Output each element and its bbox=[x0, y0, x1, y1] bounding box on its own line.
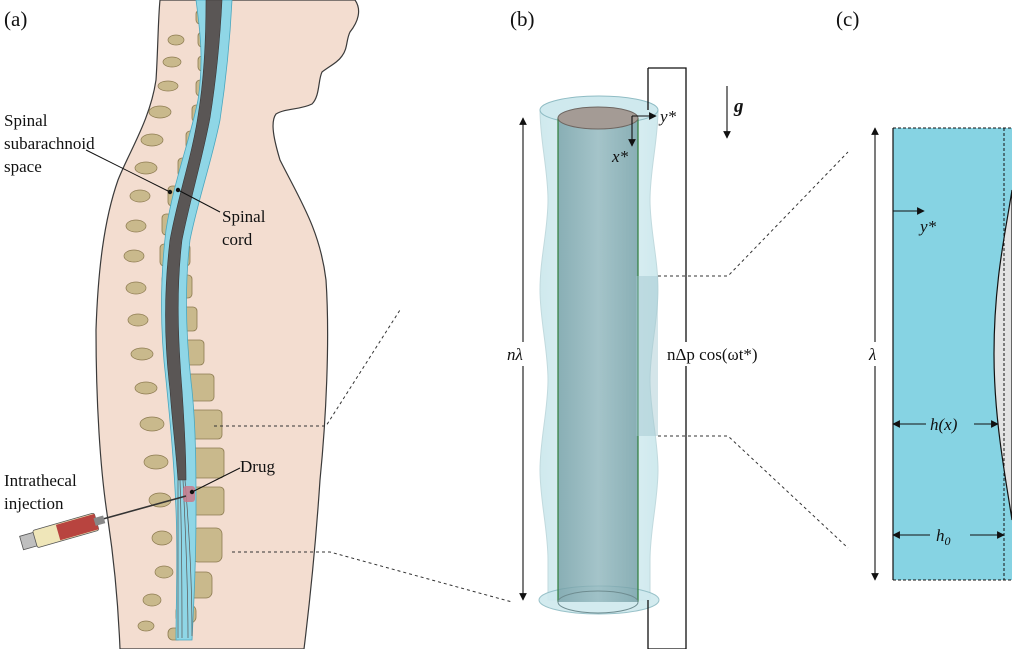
coord-y-label-c: y* bbox=[918, 217, 937, 236]
inner-cylinder bbox=[558, 118, 638, 602]
hx-label: h(x) bbox=[930, 415, 958, 434]
cord-label-line1: Spinal bbox=[222, 207, 266, 226]
injection-label-line2: injection bbox=[4, 494, 64, 513]
wavelength-section bbox=[636, 276, 658, 436]
panel-a: (a) bbox=[4, 0, 512, 649]
wavelength-label: λ bbox=[868, 345, 876, 364]
coord-y-label-b: y* bbox=[658, 107, 677, 126]
panel-b-tag: (b) bbox=[510, 7, 535, 31]
panel-b: (b) y* x* g nλ bbox=[502, 7, 848, 649]
wavelength-dimension: λ bbox=[866, 128, 884, 580]
length-label: nλ bbox=[507, 345, 523, 364]
subarachnoid-label-line1: Spinal bbox=[4, 111, 48, 130]
gravity-label: g bbox=[733, 96, 744, 117]
panel-c: (c) λ y* h(x) h0 bbox=[836, 7, 1012, 580]
coord-x-label-b: x* bbox=[611, 147, 629, 166]
gravity-indicator: g bbox=[727, 86, 744, 138]
drug-bolus bbox=[183, 486, 195, 502]
length-dimension: nλ bbox=[502, 118, 542, 600]
panel-c-tag: (c) bbox=[836, 7, 859, 31]
h0-sub: 0 bbox=[945, 534, 951, 548]
panel-a-tag: (a) bbox=[4, 7, 27, 31]
pressure-bracket: nΔp cos(ωt*) bbox=[648, 68, 790, 649]
cord-label-line2: cord bbox=[222, 230, 253, 249]
subarachnoid-label-line2: subarachnoid bbox=[4, 134, 95, 153]
drug-label: Drug bbox=[240, 457, 275, 476]
pressure-label: nΔp cos(ωt*) bbox=[667, 345, 758, 364]
inner-top-cap bbox=[558, 107, 638, 129]
annotation-injection: Intrathecal injection bbox=[4, 471, 77, 513]
h0-base: h bbox=[936, 526, 945, 545]
subarachnoid-label-line3: space bbox=[4, 157, 42, 176]
injection-label-line1: Intrathecal bbox=[4, 471, 77, 490]
